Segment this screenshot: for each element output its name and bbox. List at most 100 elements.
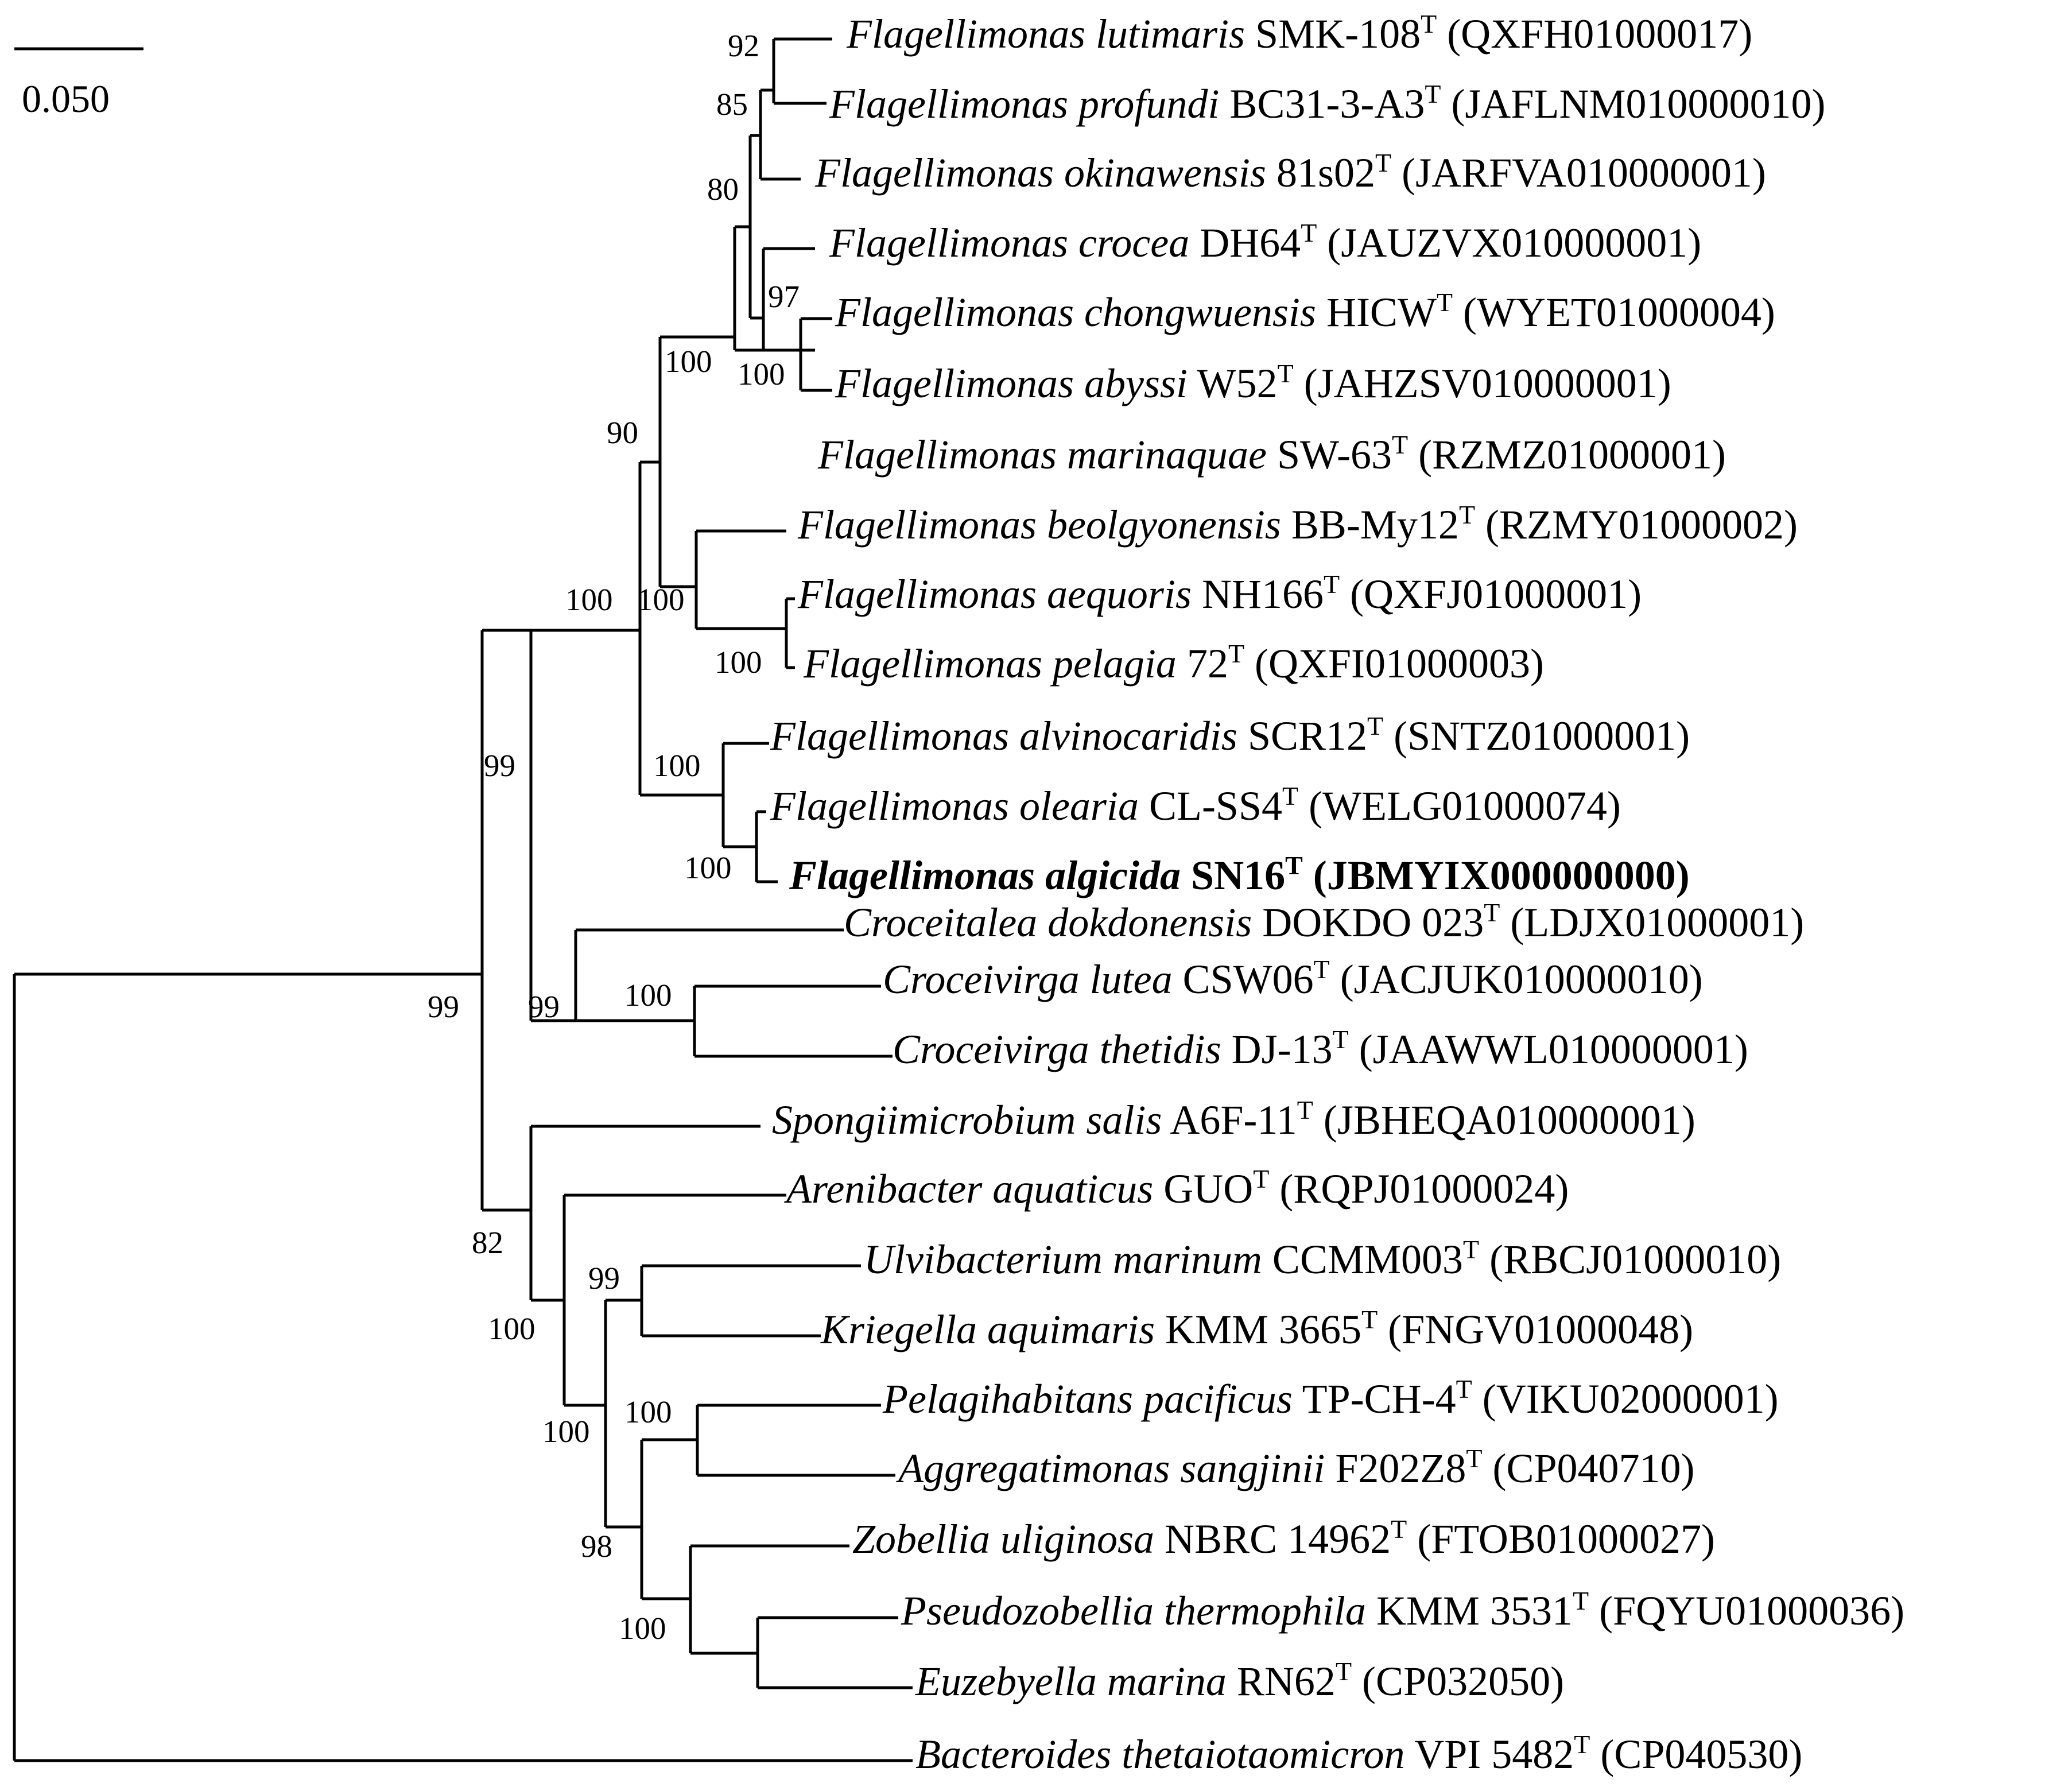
taxon-accession: (RZMZ01000001): [1408, 432, 1726, 478]
type-strain-mark: T: [1324, 569, 1340, 599]
taxon-strain: DH64: [1189, 220, 1301, 266]
taxon-label: Kriegella aquimaris KMM 3665T (FNGV01000…: [820, 1305, 1693, 1352]
taxon-accession: (WYET01000004): [1453, 289, 1775, 335]
taxon-label: Croceivirga thetidis DJ-13T (JAAWWL01000…: [893, 1025, 1748, 1072]
taxon-label: Euzebyella marina RN62T (CP032050): [915, 1657, 1564, 1704]
bootstrap-value: 82: [472, 1225, 503, 1260]
type-strain-mark: T: [1459, 500, 1475, 529]
taxon-accession: (RQPJ01000024): [1269, 1166, 1569, 1212]
taxon-name: Zobellia uliginosa: [852, 1516, 1154, 1562]
type-strain-mark: T: [1336, 1657, 1352, 1686]
taxon-accession: (FQYU01000036): [1589, 1588, 1904, 1634]
type-strain-mark: T: [1484, 898, 1500, 927]
bootstrap-value: 100: [624, 1394, 672, 1429]
type-strain-mark: T: [1573, 1586, 1589, 1615]
taxon-name: Croceivirga lutea: [883, 956, 1173, 1002]
taxon-name: Flagellimonas abyssi: [835, 360, 1188, 406]
taxon-accession: (FTOB01000027): [1407, 1516, 1715, 1562]
taxon-name: Spongiimicrobium salis: [772, 1097, 1162, 1143]
taxon-label: Flagellimonas profundi BC31-3-A3T (JAFLN…: [829, 79, 1825, 127]
taxon-name: Aggregatimonas sangjinii: [896, 1445, 1325, 1491]
taxon-name: Flagellimonas algicida: [789, 852, 1181, 898]
taxon-label: Croceivirga lutea CSW06T (JACJUK01000001…: [883, 955, 1703, 1002]
type-strain-mark: T: [1456, 1374, 1472, 1404]
bootstrap-value: 100: [684, 850, 732, 885]
taxon-accession: (JAFLNM010000010): [1441, 81, 1825, 127]
taxon-name: Ulvibacterium marinum: [864, 1236, 1262, 1282]
taxon-name: Pseudozobellia thermophila: [901, 1588, 1366, 1634]
type-strain-mark: T: [1437, 288, 1453, 317]
type-strain-mark: T: [1392, 430, 1408, 459]
taxon-labels: Flagellimonas lutimaris SMK-108T (QXFH01…: [770, 9, 1904, 1777]
taxon-label: Ulvibacterium marinum CCMM003T (RBCJ0100…: [864, 1235, 1781, 1282]
scale-bar-label: 0.050: [22, 77, 110, 121]
taxon-strain: NH166: [1192, 571, 1324, 617]
bootstrap-value: 100: [653, 748, 701, 783]
taxon-strain: 81s02: [1266, 150, 1375, 196]
bootstrap-value: 100: [715, 645, 762, 680]
taxon-name: Flagellimonas pelagia: [803, 641, 1177, 687]
taxon-strain: VPI 5482: [1405, 1731, 1574, 1777]
taxon-label: Flagellimonas beolgyonensis BB-My12T (RZ…: [797, 500, 1798, 548]
taxon-accession: (RZMY01000002): [1475, 502, 1798, 548]
type-strain-mark: T: [1463, 1235, 1479, 1264]
taxon-name: Flagellimonas alvinocaridis: [770, 713, 1237, 759]
bootstrap-value: 100: [542, 1414, 590, 1449]
taxon-label: Flagellimonas crocea DH64T (JAUZVX010000…: [829, 218, 1701, 266]
type-strain-mark: T: [1253, 1164, 1269, 1193]
type-strain-mark: T: [1314, 955, 1330, 984]
taxon-strain: SW-63: [1267, 432, 1392, 478]
bootstrap-value: 99: [528, 989, 560, 1024]
taxon-strain: CSW06: [1173, 956, 1314, 1002]
taxon-strain: BB-My12: [1281, 502, 1459, 548]
taxon-strain: TP-CH-4: [1293, 1376, 1456, 1422]
type-strain-mark: T: [1574, 1730, 1590, 1759]
bootstrap-value: 99: [484, 748, 515, 783]
taxon-name: Flagellimonas crocea: [829, 220, 1189, 266]
type-strain-mark: T: [1333, 1025, 1349, 1054]
taxon-strain: GUO: [1153, 1166, 1253, 1212]
taxon-label: Flagellimonas aequoris NH166T (QXFJ01000…: [797, 569, 1642, 617]
taxon-strain: W52: [1188, 360, 1278, 406]
taxon-name: Pelagihabitans pacificus: [882, 1376, 1293, 1422]
type-strain-mark: T: [1228, 639, 1244, 668]
taxon-strain: SCR12: [1237, 713, 1367, 759]
taxon-label: Arenibacter aquaticus GUOT (RQPJ01000024…: [784, 1164, 1569, 1212]
type-strain-mark: T: [1367, 711, 1383, 741]
taxon-accession: (JBHEQA010000001): [1313, 1097, 1695, 1143]
taxon-accession: (FNGV01000048): [1378, 1307, 1693, 1352]
taxon-accession: (CP040710): [1482, 1445, 1694, 1491]
taxon-strain: SN16: [1181, 852, 1285, 898]
taxon-name: Flagellimonas marinaquae: [817, 432, 1267, 478]
taxon-strain: BC31-3-A3: [1219, 81, 1425, 127]
type-strain-mark: T: [1282, 781, 1298, 811]
taxon-label: Flagellimonas pelagia 72T (QXFI01000003): [803, 639, 1544, 687]
taxon-strain: NBRC 14962: [1154, 1516, 1391, 1562]
type-strain-mark: T: [1361, 1305, 1378, 1334]
taxon-label: Flagellimonas marinaquae SW-63T (RZMZ010…: [817, 430, 1726, 478]
taxon-accession: (LDJX01000001): [1500, 900, 1804, 945]
taxon-label: Flagellimonas abyssi W52T (JAHZSV0100000…: [835, 359, 1671, 406]
bootstrap-value: 100: [738, 356, 785, 391]
taxon-name: Flagellimonas lutimaris: [846, 11, 1245, 57]
taxon-name: Flagellimonas profundi: [829, 81, 1219, 127]
taxon-name: Euzebyella marina: [915, 1658, 1227, 1704]
taxon-strain: RN62: [1227, 1658, 1336, 1704]
taxon-label: Flagellimonas olearia CL-SS4T (WELG01000…: [770, 781, 1621, 829]
type-strain-mark: T: [1421, 9, 1437, 38]
taxon-accession: (JBMYIX000000000): [1303, 852, 1690, 898]
bootstrap-value: 100: [637, 582, 685, 617]
taxon-accession: (SNTZ01000001): [1383, 713, 1690, 759]
bootstrap-value: 100: [624, 978, 672, 1013]
taxon-strain: SMK-108: [1245, 11, 1421, 57]
taxon-label: Zobellia uliginosa NBRC 14962T (FTOB0100…: [852, 1514, 1715, 1562]
taxon-label: Spongiimicrobium salis A6F-11T (JBHEQA01…: [772, 1095, 1695, 1143]
taxon-accession: (QXFI01000003): [1244, 641, 1544, 687]
type-strain-mark: T: [1466, 1444, 1482, 1473]
bootstrap-value: 100: [665, 344, 712, 379]
taxon-strain: DOKDO 023: [1252, 900, 1484, 945]
taxon-name: Kriegella aquimaris: [820, 1307, 1155, 1352]
taxon-label: Aggregatimonas sangjinii F202Z8T (CP0407…: [896, 1444, 1695, 1491]
bootstrap-value: 85: [716, 87, 748, 122]
